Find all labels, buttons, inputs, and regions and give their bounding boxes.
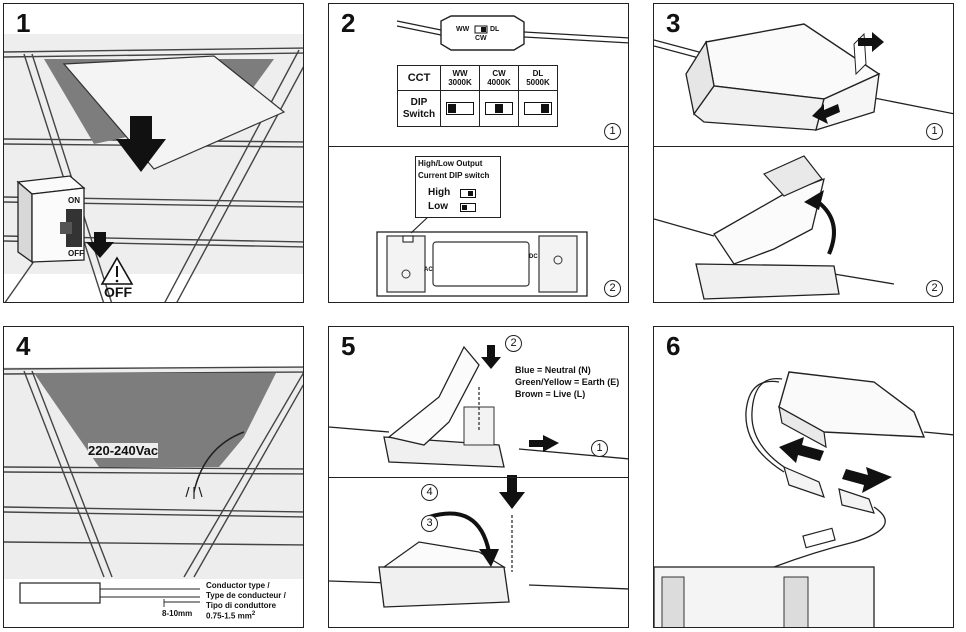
high-switch bbox=[460, 189, 476, 198]
sub-step-2-marker: 2 bbox=[926, 280, 943, 297]
low-label: Low bbox=[428, 201, 448, 212]
step-number: 4 bbox=[16, 331, 31, 361]
strip-length-label: 8-10mm bbox=[162, 609, 193, 618]
dip-switch-dl bbox=[518, 90, 558, 127]
section-divider bbox=[329, 477, 628, 478]
section-divider bbox=[329, 146, 628, 147]
breaker-on-label: ON bbox=[68, 196, 80, 205]
connector-ww: WW bbox=[456, 26, 470, 33]
step-3-panel: 3 1 2 bbox=[653, 3, 954, 303]
breaker-off-label: OFF bbox=[68, 249, 84, 258]
sub-step-1-marker: 1 bbox=[604, 123, 621, 140]
circuit-breaker bbox=[16, 175, 114, 264]
high-label: High bbox=[428, 187, 451, 198]
connector-illustration bbox=[376, 15, 628, 297]
dip-switch-cw bbox=[479, 90, 519, 127]
terminal-cover-illustration bbox=[654, 23, 953, 300]
output-callout: High/Low Output Current DIP switch High … bbox=[415, 156, 501, 218]
warning-icon bbox=[100, 256, 134, 285]
step-5-panel: 5 Blue = Neutral (N) Green/Yellow = Eart… bbox=[328, 326, 629, 628]
wire-green-label: Green/Yellow = Earth (E) bbox=[515, 377, 620, 387]
step-number: 3 bbox=[666, 8, 681, 38]
ceiling-wire-illustration bbox=[4, 366, 303, 607]
sub-step-2-marker: 2 bbox=[604, 280, 621, 297]
wire-blue-label: Blue = Neutral (N) bbox=[515, 365, 591, 375]
step-number: 6 bbox=[666, 331, 681, 361]
conductor-type-fr: Type de conducteur / bbox=[206, 591, 286, 600]
conductor-size: 0.75-1.5 mm2 bbox=[206, 611, 256, 621]
step-number: 2 bbox=[341, 8, 356, 38]
wiring-illustration bbox=[329, 345, 628, 608]
wire-brown-label: Brown = Live (L) bbox=[515, 389, 586, 399]
connector-cw: CW bbox=[475, 35, 487, 42]
low-switch bbox=[460, 203, 476, 212]
step-number: 5 bbox=[341, 331, 356, 361]
driver-dc-label: DC bbox=[529, 254, 538, 260]
conductor-type-it: Tipo di conduttore bbox=[206, 601, 277, 610]
connection-illustration bbox=[654, 371, 953, 627]
dip-switch-ww bbox=[440, 90, 480, 127]
cct-header: CCT bbox=[397, 65, 441, 91]
callout-1-marker: 1 bbox=[591, 440, 608, 457]
callout-4-marker: 4 bbox=[421, 484, 438, 501]
step-number: 1 bbox=[16, 8, 31, 38]
section-divider bbox=[654, 146, 953, 147]
sub-step-1-marker: 1 bbox=[926, 123, 943, 140]
conductor-type-en: Conductor type / bbox=[206, 581, 270, 590]
off-label: OFF bbox=[104, 284, 132, 300]
step-6-panel: 6 bbox=[653, 326, 954, 628]
ceiling-illustration bbox=[4, 34, 303, 302]
connector-dl: DL bbox=[490, 26, 500, 33]
voltage-label: 220-240Vac bbox=[88, 443, 159, 458]
callout-3-marker: 3 bbox=[421, 515, 438, 532]
step-4-panel: 4 220-240Vac Conductor type / Type de co… bbox=[3, 326, 304, 628]
driver-ac-label: AC bbox=[424, 267, 433, 273]
step-1-panel: 1 bbox=[3, 3, 304, 303]
callout-2-marker: 2 bbox=[505, 335, 522, 352]
